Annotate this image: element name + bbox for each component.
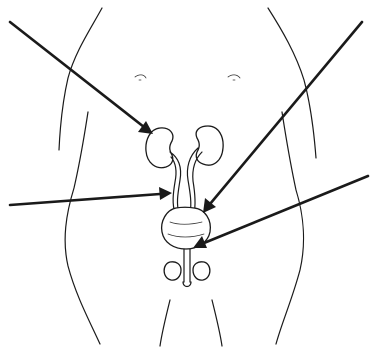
arrow-to-ureter bbox=[10, 187, 172, 205]
arrow-to-urethra bbox=[193, 176, 368, 248]
left-torso-outline bbox=[65, 112, 100, 344]
right-arm-outline bbox=[268, 8, 316, 158]
left-arm-outline bbox=[59, 8, 102, 150]
ureter-left-inner bbox=[171, 157, 176, 213]
left-nipple bbox=[135, 75, 146, 80]
scrotum bbox=[164, 262, 210, 280]
kidney-right bbox=[196, 126, 223, 165]
right-nipple bbox=[228, 75, 240, 80]
left-inner-thigh bbox=[160, 300, 170, 346]
penis-tip bbox=[183, 282, 191, 287]
right-torso-outline bbox=[276, 112, 303, 344]
arrow-to-bladder bbox=[203, 22, 362, 213]
right-inner-thigh bbox=[212, 300, 222, 346]
arrow-to-kidney bbox=[10, 22, 153, 134]
urethra bbox=[184, 249, 190, 282]
kidney-left bbox=[146, 128, 173, 168]
